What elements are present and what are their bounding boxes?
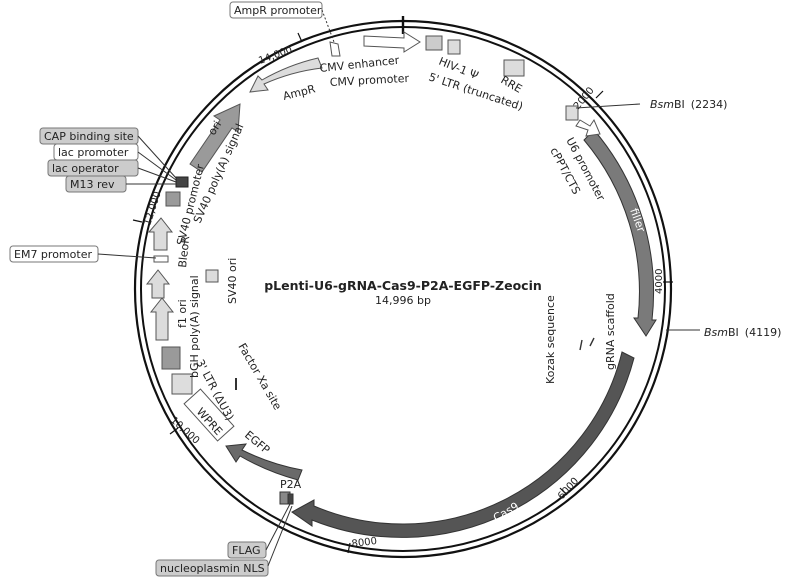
site-bsmbi-2234-line (575, 103, 641, 109)
callout-nls-leader (267, 505, 293, 567)
tick-10000-label: 10,000 (168, 415, 201, 447)
ampr-promoter-feature (329, 41, 341, 57)
tick-8000-line (347, 542, 351, 554)
bgh-feature (161, 346, 181, 370)
site-bsmbi-2234-suffix: BI (674, 98, 685, 111)
callout-nls-box (155, 559, 269, 577)
kozak-mark (579, 339, 583, 351)
callout-lacpromoter: lac promoter (58, 146, 129, 159)
callout-ampr-promoter-leader (321, 9, 335, 43)
sv40ori-box (205, 269, 219, 283)
feature-rre-label: RRE (499, 73, 525, 95)
tick-12000-line (132, 219, 143, 223)
map-size: 14,996 bp (375, 294, 431, 307)
map-title: pLenti-U6-gRNA-Cas9-P2A-EGFP-Zeocin (264, 278, 542, 293)
ori-label: ori (206, 119, 225, 138)
callout-m13: M13 rev (70, 178, 115, 191)
tick-14000-label: 14,000 (257, 45, 294, 67)
feature-cmvpro-label: CMV promoter (329, 72, 409, 89)
site-bsmbi-4119-suffix: BI (728, 326, 739, 339)
u6-feature (575, 118, 601, 137)
feature-f1ori-label: f1 ori (176, 299, 189, 328)
callout-lacoperator-leader (137, 167, 177, 183)
site-bsmbi-2234-label: BsmBI (2234) (650, 98, 727, 111)
tick-4000-label: 4000 (654, 269, 665, 294)
callout-nls: nucleoplasmin NLS (160, 562, 265, 575)
site-bsmbi-2234-enzyme: Bsm (650, 98, 674, 111)
site-bsmbi-4119-enzyme: Bsm (704, 326, 728, 339)
site-bsmbi-4119-pos: (4119) (745, 326, 782, 339)
sv40polya-feature (165, 191, 181, 207)
site-bsmbi-2234-pos: (2234) (691, 98, 728, 111)
cppt-feature (565, 105, 579, 121)
wpre-feature (183, 388, 235, 442)
sv40promoter-feature (147, 217, 174, 251)
ori-feature (189, 103, 241, 173)
callout-ampr-promoter: AmpR promoter (234, 4, 322, 17)
cas9-feature (291, 351, 635, 538)
callout-lacoperator: lac operator (52, 162, 119, 175)
grna-scaffold-mark (589, 337, 595, 347)
feature-kozak-label: Kozak sequence (544, 295, 557, 384)
tick-14000-line (297, 32, 303, 43)
ampr-feature (249, 57, 323, 93)
tick-6000-line (559, 487, 568, 496)
cmv-feature (363, 31, 421, 53)
tick-8000-label: 8000 (351, 536, 378, 550)
ltr3-feature (171, 373, 193, 395)
callout-em7: EM7 promoter (14, 248, 92, 261)
feature-grna-label: gRNA scaffold (604, 293, 617, 370)
em7-feature (153, 255, 169, 263)
flag-feature (287, 493, 294, 505)
feature-cmvenh-label: CMV enhancer (319, 54, 400, 75)
tick-6000-label: 6000 (556, 476, 581, 502)
callout-flag-leader (265, 503, 291, 551)
callout-lacpromoter-leader (137, 151, 177, 181)
rre-feature (503, 59, 525, 77)
hiv-psi-feature (447, 39, 461, 55)
callout-cap-leader (137, 135, 177, 179)
tick-2000-line (595, 90, 604, 99)
feature-p2a-label: P2A (280, 478, 302, 491)
filler-feature (583, 129, 657, 337)
callout-cap: CAP binding site (44, 130, 134, 143)
ltr5-feature (425, 35, 443, 51)
feature-bgh-label: bGH poly(A) signal (188, 275, 201, 378)
f1ori-feature (149, 297, 175, 341)
site-bsmbi-4119-label: BsmBI (4119) (704, 326, 781, 339)
lac-cluster-feature (175, 176, 189, 188)
callout-flag: FLAG (232, 544, 261, 557)
tick-10000-line (169, 427, 179, 435)
feature-sv40ori-label: SV40 ori (226, 258, 239, 304)
feature-factorxa-label: Factor Xa site (235, 341, 284, 412)
callout-em7-leader (97, 253, 157, 259)
feature-ampr-label: AmpR (282, 82, 317, 103)
feature-bleor-label: BleoR (176, 235, 192, 268)
sv40ori-feature (145, 269, 171, 299)
egfp-feature (225, 443, 303, 481)
